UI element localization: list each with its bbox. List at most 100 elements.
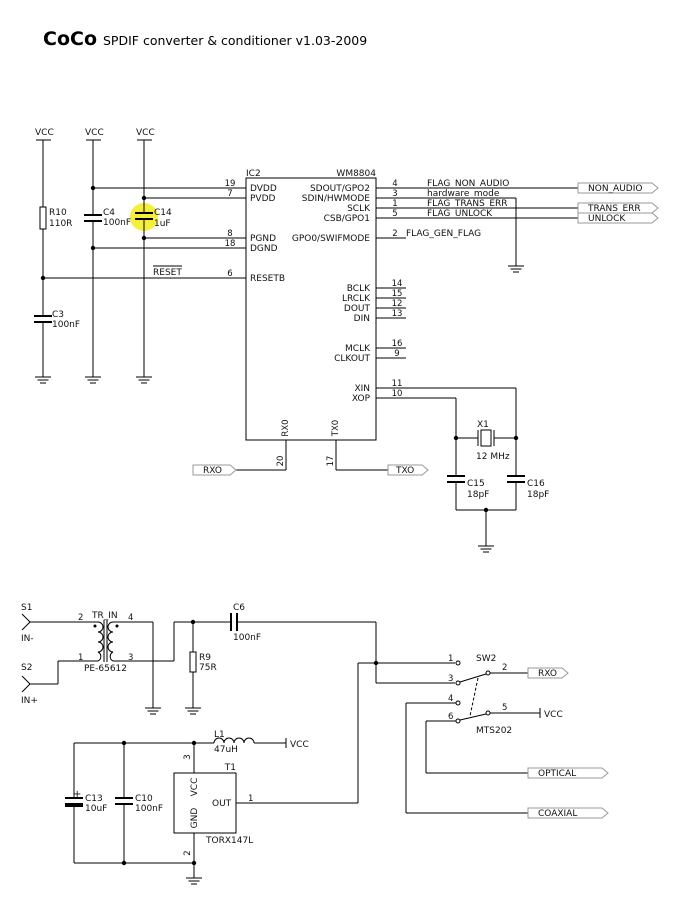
port-unlock [577,212,659,224]
c15-ref: C15 [467,479,485,489]
c13-polarity-mark: + [73,789,81,800]
tr-secondary-coil [107,621,114,662]
s2-ref: S2 [21,663,32,673]
sw2-vcc-label: VCC [544,710,563,720]
ic2-pin-name: XIN [354,384,370,394]
sw2-ref: SW2 [476,654,496,664]
c16-value: 18pF [527,490,549,500]
ground-symbol-7 [184,699,202,715]
t1-pin-out: OUT [212,799,232,809]
ic2-body [245,177,377,441]
port-trans-err [577,202,659,214]
ic2-pin-num: 10 [392,389,403,399]
l1-ref: L1 [214,730,225,740]
sw2-contact [455,660,461,666]
ic2-ref: IC2 [246,169,261,179]
sw2-contact [455,680,461,686]
ic2-pin-name: TX0 [331,420,341,437]
title-subtitle: SPDIF converter & conditioner v1.03-2009 [103,33,368,48]
sw2-pin-num: 2 [502,663,507,673]
c13-value: 10uF [85,804,107,814]
sw2-pin-num: 1 [448,654,453,664]
c16-ref: C16 [527,479,545,489]
x1-crystal [480,429,492,447]
ic2-pin-name: PVDD [250,194,276,204]
ic2-pin-name: MCLK [345,344,371,354]
ic2-pin-num: 18 [225,239,236,249]
t1-pin-vcc: VCC [190,778,200,797]
x1-value: 12 MHz [476,452,510,462]
c4-value: 100nF [103,218,131,228]
t1-pin-num: 1 [248,794,253,804]
ic2-pin-num: 6 [227,269,232,279]
s1-ref: S1 [21,603,32,613]
c14-value: 1uF [154,219,171,229]
ic2-pin-num: 15 [392,289,403,299]
r10-ref: R10 [49,208,67,218]
port-rxo-top [192,464,237,476]
tr-pin-num: 3 [128,653,133,663]
ic2-pin-num: 11 [392,379,403,389]
port-unlock-label: UNLOCK [588,214,626,224]
c3-ref: C3 [52,310,64,320]
ic2-pin-num: 20 [276,456,286,467]
c14-highlight [130,203,158,231]
ground-symbol-3 [135,368,153,384]
c14-ref: C14 [154,208,172,218]
tr-part: PE-65612 [84,664,127,674]
l1-value: 47uH [214,745,238,755]
sw2-part: MTS202 [476,726,512,736]
r9-value: 75R [199,663,217,673]
ic2-pin-name: RESETB [250,274,285,284]
ic2-pin-name: CSB/GPO1 [324,214,370,224]
x1-ref: X1 [477,420,489,430]
ic2-pin-name: XOP [352,394,371,404]
c13-ref: C13 [85,794,103,804]
c4-ref: C4 [103,208,115,218]
sw2-pin-num: 4 [448,694,453,704]
ic2-pin-name: SCLK [347,204,371,214]
sw2-contact [485,670,491,676]
ic2-pin-num: 16 [392,339,403,349]
r10-value: 110R [49,219,72,229]
ic2-pin-num: 7 [227,189,232,199]
tr-pin-num: 1 [78,653,83,663]
ground-symbol-2 [84,368,102,384]
ic2-pin-num: 9 [394,349,399,359]
port-rxo-label: RXO [538,669,557,679]
ic2-net-label: FLAG_NON_AUDIO [427,179,509,189]
vcc-label-2: VCC [85,128,104,138]
r10-resistor [39,206,47,230]
ic2-pin-name: BCLK [347,284,371,294]
r9-resistor [189,651,197,673]
ground-symbol-1 [34,368,52,384]
vcc-label-1: VCC [35,128,54,138]
ic2-pin-name: DIN [354,314,370,324]
ground-symbol-4 [507,257,525,273]
sw2-pin-num: 5 [502,703,507,713]
r9-ref: R9 [199,653,211,663]
ic2-pin-num: 14 [392,279,403,289]
ic2-pin-num: 1 [392,199,397,209]
ic2-part: WM8804 [336,169,376,179]
sw2-contact [455,700,461,706]
port-txo [387,464,429,476]
tr-primary-coil [97,621,104,662]
ic2-pin-num: 13 [392,309,403,319]
ic2-pin-name: SDIN/HWMODE [302,194,371,204]
c15-value: 18pF [467,490,489,500]
sw2-contact [485,710,491,716]
port-rxo-bottom [527,667,569,679]
ic2-pin-name: DGND [250,244,278,254]
c13-negative-plate [65,803,83,807]
sw2-pin-num: 6 [448,712,453,722]
l1-inductor [213,737,255,744]
port-coaxial-label: COAXIAL [538,809,577,819]
ic2-pin-num: 4 [392,179,397,189]
vcc-label-3: VCC [136,128,155,138]
ic2-pin-name: GPO0/SWIFMODE [292,234,370,244]
c10-value: 100nF [135,804,163,814]
port-coaxial [527,807,609,819]
